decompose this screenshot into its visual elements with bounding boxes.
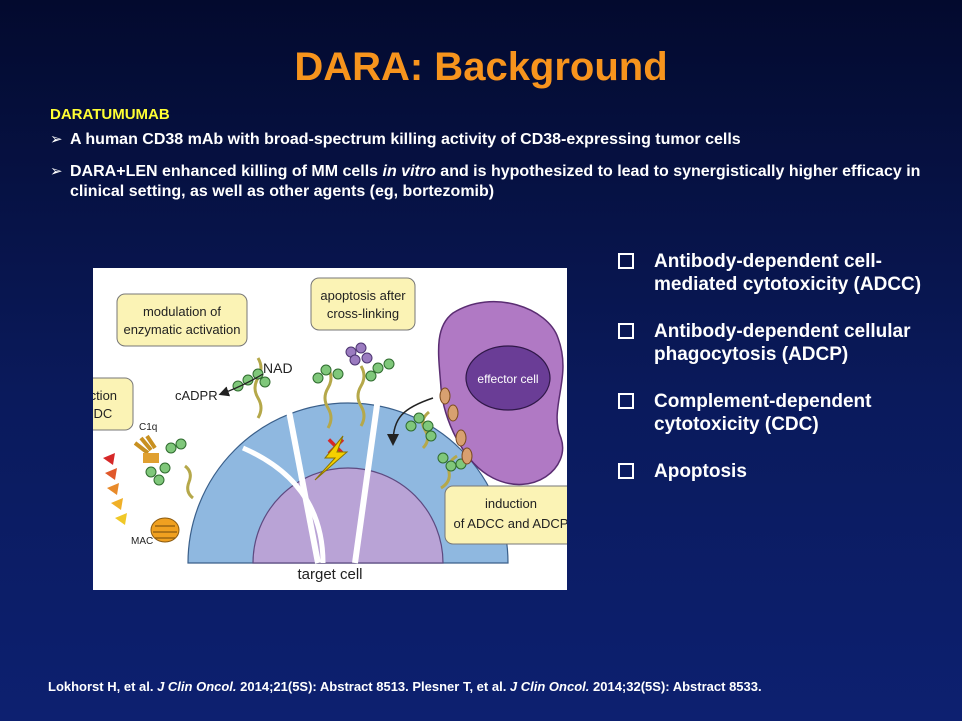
- antibody-crosslink: [345, 342, 373, 366]
- cd38-receptor: [323, 367, 333, 429]
- c1q-complex: [133, 434, 159, 463]
- mechanism-text: Apoptosis: [654, 461, 747, 482]
- effector-nucleus: [465, 345, 551, 411]
- modulation-label-line: enzymatic activation: [123, 322, 240, 337]
- mechanism-item: Antibody-dependent cellular phagocytosis…: [618, 320, 928, 366]
- cdc-label-box: [93, 377, 134, 431]
- cell-division-line: [285, 405, 321, 564]
- citation-text: Lokhorst H, et al.: [48, 679, 158, 694]
- adcc-arrow: [387, 397, 434, 446]
- cd38-receptor: [440, 454, 458, 490]
- effector-cell-label: effector cell: [477, 372, 538, 386]
- checkbox-bullet-icon: [618, 323, 634, 339]
- mechanism-item: Complement-dependent cytotoxicity (CDC): [618, 390, 928, 436]
- c1q-label: C1q: [139, 422, 157, 433]
- citation-text: 2014;21(5S): Abstract 8513. Plesner T, e…: [236, 679, 510, 694]
- complement-cascade: [103, 453, 127, 525]
- bullet-text: A human CD38 mAb with broad-spectrum kil…: [70, 131, 741, 148]
- bullet-text: and is hypothesized to lead to synergist…: [70, 163, 921, 200]
- mechanism-list: Antibody-dependent cell-mediated cytotox…: [618, 250, 928, 507]
- mechanism-text: Antibody-dependent cell-mediated cytotox…: [654, 251, 922, 295]
- modulation-label-line: modulation of: [143, 304, 221, 319]
- cd38-receptor: [356, 365, 366, 427]
- lightning-icon: [314, 435, 349, 481]
- citation-footer: Lokhorst H, et al. J Clin Oncol. 2014;21…: [48, 679, 948, 694]
- citation-journal: J Clin Oncol.: [509, 679, 590, 694]
- apoptosis-label-line: cross-linking: [327, 306, 399, 321]
- apoptosis-label-box: [310, 277, 416, 331]
- cd38-receptor: [253, 357, 263, 419]
- mechanism-text: Complement-dependent cytotoxicity (CDC): [654, 391, 872, 435]
- nad-label: NAD: [263, 360, 293, 376]
- fc-receptor-cluster: [439, 387, 473, 465]
- cdc-label-line: of CDC: [93, 406, 112, 421]
- arrow-bullet-icon: ➢: [50, 131, 63, 148]
- citation-journal: J Clin Oncol.: [157, 679, 237, 694]
- checkbox-bullet-icon: [618, 393, 634, 409]
- cdc-label-line: induction: [93, 388, 117, 403]
- nad-conversion-arrow: [218, 373, 264, 397]
- mechanism-item: Antibody-dependent cell-mediated cytotox…: [618, 250, 928, 296]
- mechanism-item: Apoptosis: [618, 460, 928, 483]
- cd38-receptor: [184, 464, 194, 500]
- mechanism-figure: target cell ✕ effector cell: [93, 268, 567, 590]
- adcc-label-line: of ADCC and ADCP: [454, 516, 567, 531]
- arrow-bullet-icon: ➢: [50, 163, 63, 180]
- checkbox-bullet-icon: [618, 253, 634, 269]
- bullet-text: DARA+LEN enhanced killing of MM cells: [70, 163, 383, 180]
- mac-complex: [150, 517, 180, 543]
- mechanism-diagram: target cell ✕ effector cell: [93, 277, 567, 583]
- cadpr-label: cADPR: [175, 388, 218, 403]
- adcc-label-box: [444, 485, 567, 545]
- bullet-item: ➢ A human CD38 mAb with broad-spectrum k…: [50, 130, 930, 150]
- target-cell-label: target cell: [297, 566, 362, 583]
- cell-division-line: [352, 397, 381, 564]
- mechanism-text: Antibody-dependent cellular phagocytosis…: [654, 321, 911, 365]
- bullet-item: ➢ DARA+LEN enhanced killing of MM cells …: [50, 162, 930, 202]
- citation-text: 2014;32(5S): Abstract 8533.: [589, 679, 762, 694]
- adcc-label-line: induction: [485, 496, 537, 511]
- mac-label: MAC: [131, 536, 153, 547]
- bullet-text-italic: in vitro: [382, 163, 436, 180]
- slide-title: DARA: Background: [294, 45, 668, 89]
- cell-division-line: [241, 445, 326, 564]
- background-bullets: ➢ A human CD38 mAb with broad-spectrum k…: [50, 130, 930, 214]
- modulation-label-box: [116, 293, 248, 347]
- apoptosis-label-line: apoptosis after: [320, 288, 406, 303]
- section-label: DARATUMUMAB: [50, 106, 170, 123]
- checkbox-bullet-icon: [618, 463, 634, 479]
